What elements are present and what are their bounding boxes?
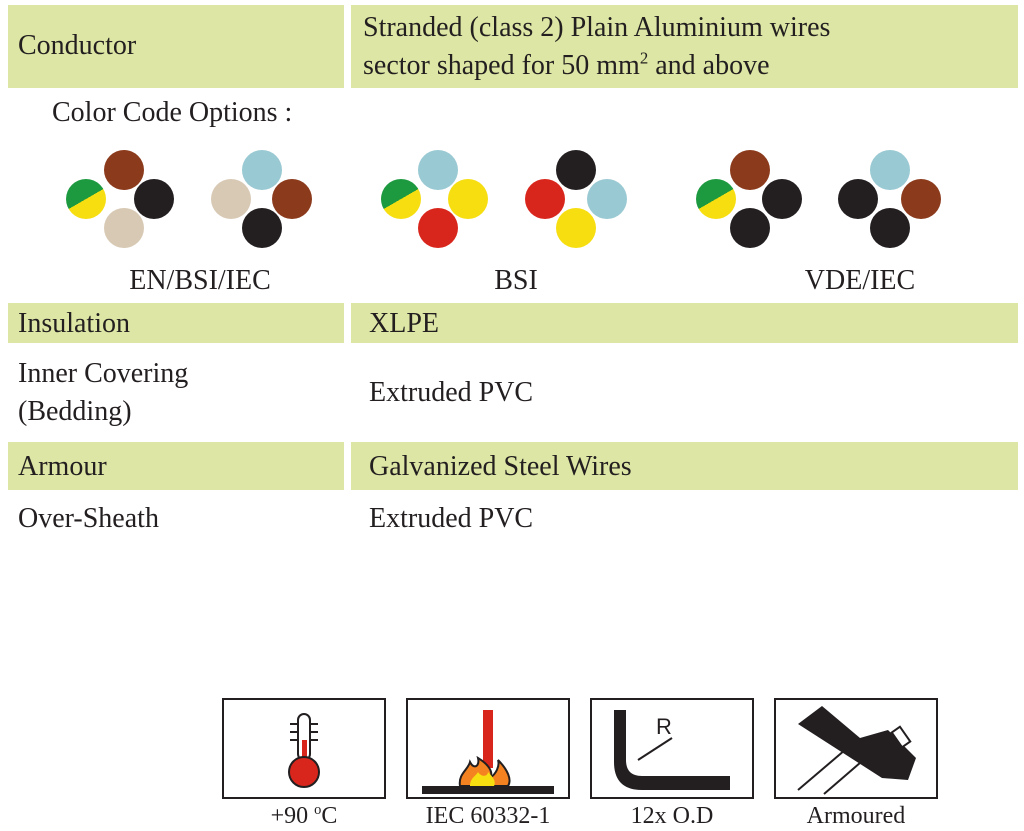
- inner-covering-value-cell: Extruded PVC: [351, 374, 1018, 414]
- armour-value-cell: Galvanized Steel Wires: [351, 442, 1018, 490]
- flame-test-icon-box: [406, 698, 570, 799]
- core-circle-black: [556, 150, 596, 190]
- thermometer-caption: +90 oC: [270, 802, 338, 829]
- bending-radius-icon: R: [614, 710, 730, 790]
- inner-covering-label-line1: Inner Covering: [18, 358, 189, 389]
- flame-test-caption: IEC 60332-1: [425, 803, 551, 829]
- core-circle-brown: [272, 179, 312, 219]
- core-circle-red: [418, 208, 458, 248]
- armoured-cable-icon: [797, 706, 916, 795]
- conductor-value-cell: Stranded (class 2) Plain Aluminium wires…: [351, 5, 1018, 88]
- core-circle-blue: [870, 150, 910, 190]
- inner-covering-value: Extruded PVC: [369, 377, 534, 408]
- bending-radius-caption: 12x O.D: [630, 803, 714, 829]
- conductor-label: Conductor: [18, 30, 137, 61]
- conductor-label-cell: Conductor: [8, 5, 344, 88]
- core-circle-grey: [211, 179, 251, 219]
- conductor-value-line2: sector shaped for 50 mm2 and above: [363, 48, 770, 81]
- core-circle-blue: [418, 150, 458, 190]
- thermometer-icon: [288, 713, 320, 788]
- inner-covering-label-cell: Inner Covering (Bedding): [8, 355, 344, 433]
- color-code-title: Color Code Options :: [52, 97, 293, 128]
- superscript: 2: [639, 48, 649, 68]
- group-label-bsi: BSI: [494, 265, 538, 296]
- core-circle-red: [525, 179, 565, 219]
- core-circle-blue: [242, 150, 282, 190]
- insulation-label-cell: Insulation: [8, 303, 344, 343]
- flame-test-icon: [422, 710, 554, 794]
- core-circle-earth: [696, 179, 736, 219]
- over-sheath-value-cell: Extruded PVC: [351, 500, 1018, 540]
- core-circle-brown: [730, 150, 770, 190]
- thermometer-icon-box: [222, 698, 386, 799]
- conductor-value-line1: Stranded (class 2) Plain Aluminium wires: [363, 12, 831, 43]
- over-sheath-label-cell: Over-Sheath: [8, 500, 344, 540]
- core-circle-earth: [66, 179, 106, 219]
- core-circle-grey: [104, 208, 144, 248]
- core-circle-earth: [381, 179, 421, 219]
- armoured-cable-icon-box: [774, 698, 938, 799]
- bending-radius-icon-box: R: [590, 698, 754, 799]
- core-circle-black: [762, 179, 802, 219]
- core-circle-yellow: [448, 179, 488, 219]
- insulation-label: Insulation: [18, 308, 130, 339]
- insulation-value: XLPE: [369, 308, 439, 339]
- group-label-en-bsi-iec: EN/BSI/IEC: [129, 265, 271, 296]
- group-label-vde-iec: VDE/IEC: [804, 265, 916, 296]
- armour-value: Galvanized Steel Wires: [369, 451, 632, 482]
- core-circle-black: [730, 208, 770, 248]
- core-circle-brown: [901, 179, 941, 219]
- core-circle-black: [242, 208, 282, 248]
- armour-label: Armour: [18, 451, 107, 482]
- over-sheath-value: Extruded PVC: [369, 503, 534, 534]
- core-circle-blue: [587, 179, 627, 219]
- inner-covering-label-line2: (Bedding): [18, 396, 132, 427]
- armoured-caption: Armoured: [806, 803, 906, 829]
- core-circle-yellow: [556, 208, 596, 248]
- core-circle-black: [134, 179, 174, 219]
- armour-label-cell: Armour: [8, 442, 344, 490]
- radius-r-label: R: [656, 714, 672, 739]
- core-circle-black: [870, 208, 910, 248]
- insulation-value-cell: XLPE: [351, 303, 1018, 343]
- core-circle-brown: [104, 150, 144, 190]
- over-sheath-label: Over-Sheath: [18, 503, 159, 534]
- core-circle-black: [838, 179, 878, 219]
